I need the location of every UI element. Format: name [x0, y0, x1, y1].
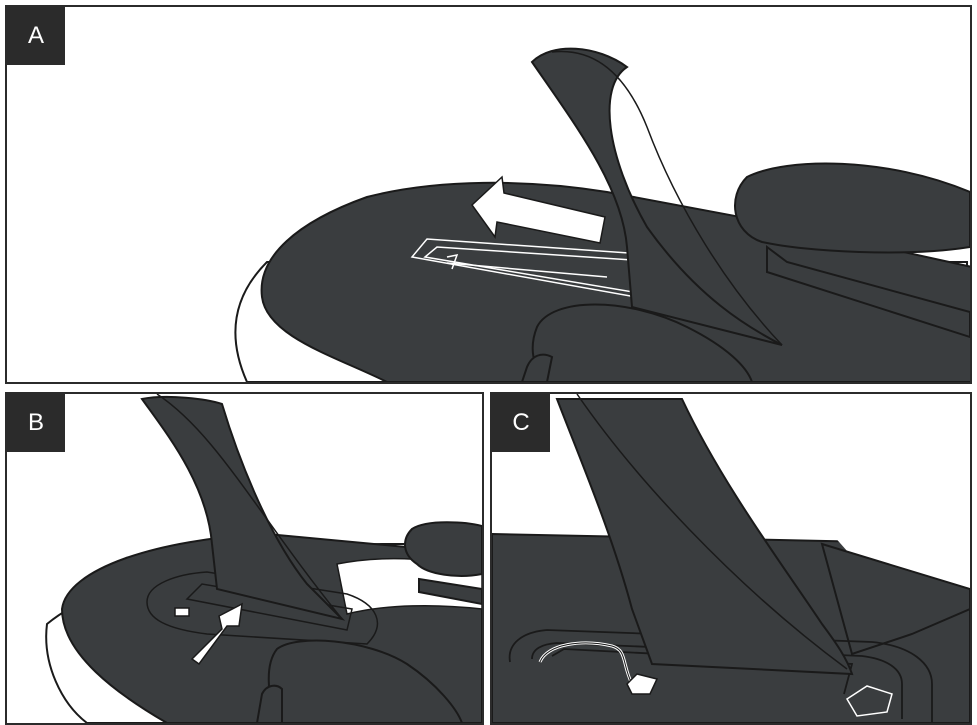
panel-b-label: B — [7, 394, 65, 452]
fin-tab — [175, 608, 189, 616]
side-fin-right — [735, 163, 970, 252]
panel-a-label: A — [7, 7, 65, 65]
panel-a-illustration — [7, 7, 970, 382]
panel-b: B — [5, 392, 484, 725]
panel-c-label: C — [492, 394, 550, 452]
panel-b-illustration — [7, 394, 482, 723]
panel-a: A — [5, 5, 972, 384]
panel-c: C — [490, 392, 972, 725]
panel-c-illustration — [492, 394, 970, 723]
